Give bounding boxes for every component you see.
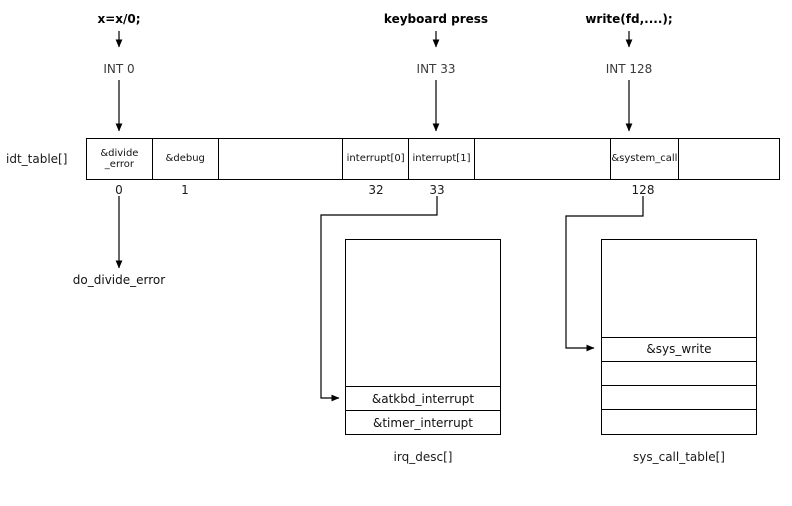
int-label-write-syscall: INT 128 <box>605 62 653 76</box>
event-label-write-syscall: write(fd,....); <box>585 12 673 26</box>
idt-cell-33-text: interrupt[1] <box>412 153 471 165</box>
sys-call-row-empty-4[interactable] <box>602 409 756 434</box>
sys-call-row-empty-2[interactable] <box>602 360 756 385</box>
idt-cell-0[interactable]: &divide _error <box>87 139 153 179</box>
sys-call-row-empty-3[interactable] <box>602 384 756 410</box>
event-label-keyboard: keyboard press <box>383 12 489 26</box>
irq-desc-row-atkbd[interactable]: &atkbd_interrupt <box>346 386 500 410</box>
idt-index-1: 1 <box>181 183 189 197</box>
idt-cell-0-text: &divide _error <box>100 147 139 171</box>
event-label-divide-by-zero: x=x/0; <box>97 12 141 26</box>
sys-call-table: &sys_write <box>601 239 757 435</box>
sys-call-table-name: sys_call_table[] <box>633 450 725 464</box>
idt-table-name: idt_table[] <box>6 152 68 166</box>
idt-cell-gap-3[interactable] <box>679 139 779 179</box>
int-label-divide-by-zero: INT 0 <box>103 62 135 76</box>
do-divide-error-label: do_divide_error <box>72 273 166 287</box>
idt-cell-128-text: &system_call <box>611 153 678 165</box>
sys-call-row-empty-top[interactable] <box>602 240 756 337</box>
sys-call-row-sys-write[interactable]: &sys_write <box>602 336 756 361</box>
idt-cell-128[interactable]: &system_call <box>611 139 680 179</box>
idt-cell-32[interactable]: interrupt[0] <box>343 139 410 179</box>
idt-cell-33[interactable]: interrupt[1] <box>409 139 475 179</box>
idt-table: &divide _error &debug interrupt[0] inter… <box>86 138 780 180</box>
idt-cell-gap-1[interactable] <box>219 139 344 179</box>
irq-desc-name: irq_desc[] <box>393 450 453 464</box>
int-label-keyboard: INT 33 <box>416 62 456 76</box>
irq-desc-row-1-text: &atkbd_interrupt <box>371 391 475 406</box>
idt-index-32: 32 <box>368 183 384 197</box>
idt-cell-gap-2[interactable] <box>475 139 611 179</box>
idt-cell-32-text: interrupt[0] <box>346 153 405 165</box>
irq-desc-row-timer[interactable]: &timer_interrupt <box>346 410 500 434</box>
irq-desc-table: &atkbd_interrupt &timer_interrupt <box>345 239 501 435</box>
idt-cell-1-text: &debug <box>165 153 205 165</box>
irq-desc-row-empty[interactable] <box>346 240 500 386</box>
idt-cell-1[interactable]: &debug <box>153 139 219 179</box>
irq-desc-row-2-text: &timer_interrupt <box>372 415 473 430</box>
idt-index-0: 0 <box>115 183 123 197</box>
idt-index-33: 33 <box>429 183 445 197</box>
idt-index-128: 128 <box>631 183 655 197</box>
sys-call-row-1-text: &sys_write <box>646 342 712 357</box>
